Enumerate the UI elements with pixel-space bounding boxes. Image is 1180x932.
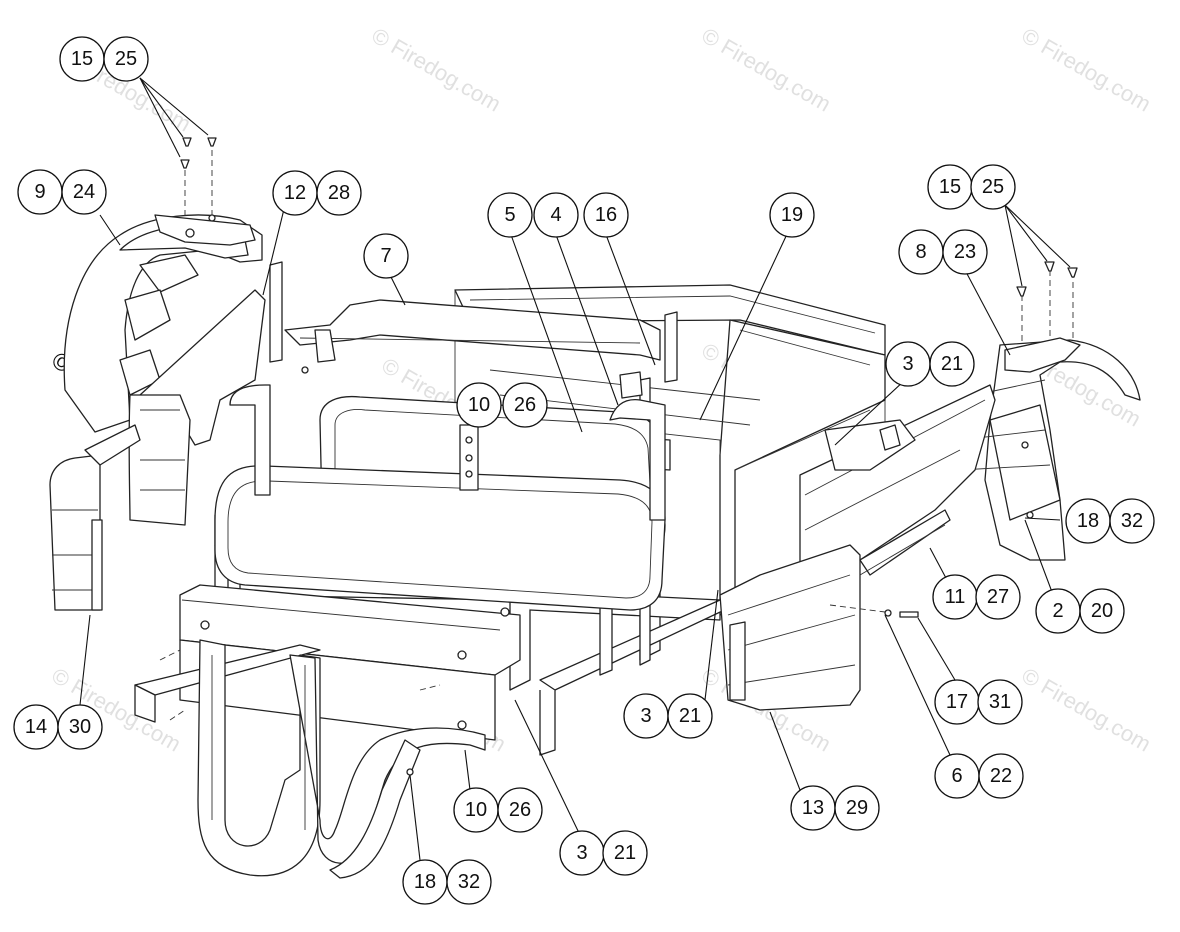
callout-number: 5 <box>504 204 515 226</box>
callout-number: 3 <box>576 842 587 864</box>
callout-number: 31 <box>989 691 1011 713</box>
callout: 3 <box>559 830 605 876</box>
callout-number: 12 <box>284 182 306 204</box>
callout: 20 <box>1079 588 1125 634</box>
callout: 3 <box>885 341 931 387</box>
callout-number: 18 <box>414 871 436 893</box>
callout-number: 11 <box>945 586 966 608</box>
callout: 28 <box>316 170 362 216</box>
callout-number: 16 <box>595 204 617 226</box>
callout: 26 <box>497 787 543 833</box>
callout: 9 <box>17 169 63 215</box>
callout: 10 <box>456 382 502 428</box>
callout: 21 <box>667 693 713 739</box>
callout: 30 <box>57 704 103 750</box>
callout-number: 10 <box>465 799 487 821</box>
callout: 15 <box>59 36 105 82</box>
callout-number: 23 <box>954 241 976 263</box>
right-rear-fender <box>959 261 1141 561</box>
left-fender-bracket <box>128 289 266 526</box>
callout-number: 19 <box>781 204 803 226</box>
seat-frame <box>214 384 666 611</box>
callout: 19 <box>769 192 815 238</box>
callout-number: 28 <box>328 182 350 204</box>
callout: 24 <box>61 169 107 215</box>
callout-number: 4 <box>550 204 561 226</box>
left-rear-fender <box>63 137 263 433</box>
callout-number: 21 <box>679 705 701 727</box>
callout: 32 <box>1109 498 1155 544</box>
callout: 32 <box>446 859 492 905</box>
callout: 31 <box>977 679 1023 725</box>
callout-number: 8 <box>915 241 926 263</box>
callout: 5 <box>487 192 533 238</box>
callout-number: 3 <box>902 353 913 375</box>
callout-number: 21 <box>941 353 963 375</box>
callout-number: 27 <box>987 586 1009 608</box>
callout-number: 30 <box>69 716 91 738</box>
callout: 16 <box>583 192 629 238</box>
callout-number: 15 <box>939 176 961 198</box>
callout-number: 32 <box>458 871 480 893</box>
callout: 25 <box>970 164 1016 210</box>
rear-step-bar <box>134 584 521 741</box>
callout: 27 <box>975 574 1021 620</box>
callout: 14 <box>13 704 59 750</box>
watermark-text: © Firedog.com <box>1018 663 1156 757</box>
callout: 4 <box>533 192 579 238</box>
callout-number: 13 <box>802 797 824 819</box>
callout: 15 <box>927 164 973 210</box>
callout: 10 <box>453 787 499 833</box>
callout-number: 18 <box>1077 510 1099 532</box>
callout: 2 <box>1035 588 1081 634</box>
callout: 6 <box>934 753 980 799</box>
callout-number: 26 <box>514 394 536 416</box>
callout-labels: 15 25 9 24 12 28 7 5 4 16 19 15 25 8 23 … <box>13 36 1155 905</box>
seat-back-frame <box>269 261 678 399</box>
callout-number: 29 <box>846 797 868 819</box>
callout-number: 14 <box>25 716 47 738</box>
left-side-panel <box>49 424 141 611</box>
rear-bumper <box>197 639 486 879</box>
callout: 18 <box>402 859 448 905</box>
callout-number: 15 <box>71 48 93 70</box>
callout: 21 <box>929 341 975 387</box>
callout: 11 <box>932 574 978 620</box>
callout-number: 25 <box>115 48 137 70</box>
callout-number: 32 <box>1121 510 1143 532</box>
callout: 25 <box>103 36 149 82</box>
callout-number: 9 <box>34 181 45 203</box>
right-side-panels <box>719 384 996 711</box>
callout-number: 6 <box>951 765 962 787</box>
callout-number: 2 <box>1052 600 1063 622</box>
callout: 17 <box>934 679 980 725</box>
callout: 12 <box>272 170 318 216</box>
callout: 21 <box>602 830 648 876</box>
callout-number: 17 <box>946 691 968 713</box>
watermark-text: © Firedog.com <box>1018 23 1156 117</box>
callout-number: 7 <box>380 245 391 267</box>
callout: 8 <box>898 229 944 275</box>
callout: 18 <box>1065 498 1111 544</box>
watermark-text: © Firedog.com <box>368 23 506 117</box>
callout-number: 20 <box>1091 600 1113 622</box>
callout: 29 <box>834 785 880 831</box>
callout: 13 <box>790 785 836 831</box>
callout: 22 <box>978 753 1024 799</box>
callout: 26 <box>502 382 548 428</box>
callout-number: 21 <box>614 842 636 864</box>
callout: 7 <box>363 233 409 279</box>
callout-number: 24 <box>73 181 95 203</box>
callout-number: 22 <box>990 765 1012 787</box>
watermark-text: © Firedog.com <box>698 23 836 117</box>
callout-number: 10 <box>468 394 490 416</box>
callout-number: 26 <box>509 799 531 821</box>
callout: 3 <box>623 693 669 739</box>
leader-lines <box>79 77 1071 861</box>
callout: 23 <box>942 229 988 275</box>
callout-number: 25 <box>982 176 1004 198</box>
callout-number: 3 <box>640 705 651 727</box>
